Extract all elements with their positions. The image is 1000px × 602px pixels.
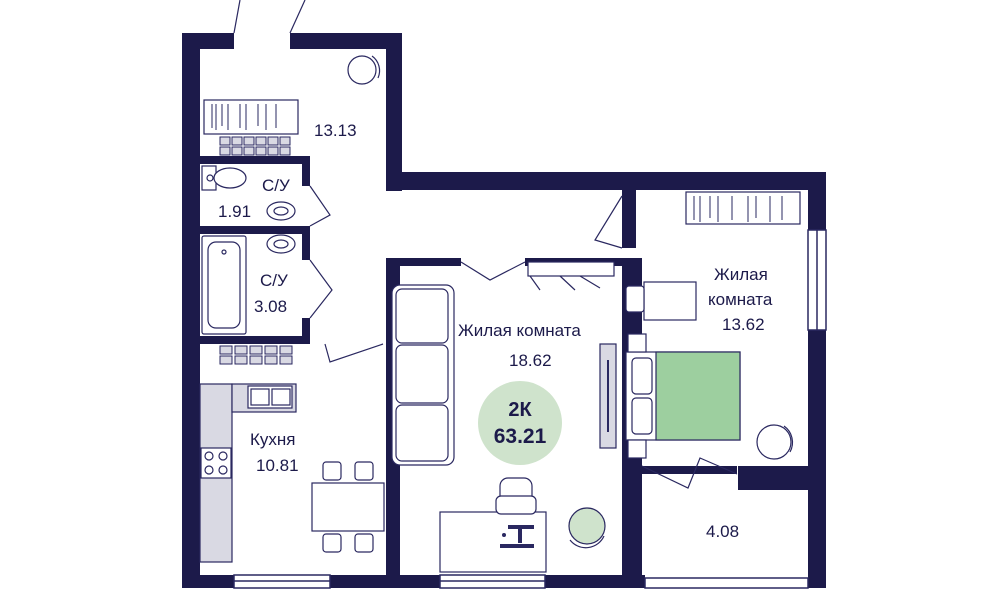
wall-wc2-right-a <box>302 226 310 260</box>
bathtub-wc2 <box>201 235 247 335</box>
dining-chairs <box>322 461 374 553</box>
badge-type-label: 2К <box>508 399 532 421</box>
desk-living <box>439 511 547 573</box>
tv-console-living <box>527 261 615 291</box>
wall-wc1-top <box>200 156 310 164</box>
doors <box>233 0 738 489</box>
shoe-shelf-hall <box>219 136 291 156</box>
wardrobe-hall <box>203 99 299 135</box>
wc2-name-label: С/У <box>260 271 288 290</box>
bedroom-name-line1: Жилая <box>714 265 768 284</box>
kitchen-name-label: Кухня <box>250 430 296 449</box>
wall-wc2-bottom <box>200 336 310 344</box>
wall-outer-left <box>182 33 200 588</box>
door-wc1 <box>309 185 331 227</box>
bed-bedroom <box>625 333 741 459</box>
stove-icon <box>200 447 232 479</box>
kitchen-shelf <box>219 345 293 365</box>
door-wc2 <box>309 259 333 319</box>
wall-top-right <box>290 33 402 49</box>
wall-hall-right <box>386 33 402 191</box>
door-balcony <box>641 457 738 489</box>
sofa-living <box>391 284 455 466</box>
round-chair-hall <box>347 55 381 85</box>
door-kitchen <box>324 343 384 363</box>
wall-living-bedroom-top <box>622 190 636 248</box>
tv-stand-living <box>599 343 617 449</box>
entrance-door-right-leaf <box>289 0 306 34</box>
wc1-name-label: С/У <box>262 176 290 195</box>
wall-wc1-wc2 <box>200 226 310 234</box>
wardrobe-bedroom <box>685 191 801 225</box>
wall-wc1-right-a <box>302 156 310 186</box>
dining-table <box>311 482 385 532</box>
entrance-door-left-leaf <box>233 0 241 34</box>
wc1-area-label: 1.91 <box>218 202 251 221</box>
room-labels: 13.13 С/У 1.91 С/У 3.08 Кухня 10.81 Жила… <box>218 121 773 541</box>
badge-circle <box>478 381 562 465</box>
round-chair-living <box>568 507 606 549</box>
wall-living-top-a <box>386 258 461 266</box>
wall-bottom-4 <box>808 575 826 588</box>
side-desk-bedroom <box>625 281 697 321</box>
wall-balcony-corner <box>738 466 826 490</box>
computer-icon <box>500 525 534 548</box>
wall-top-left <box>182 33 234 49</box>
badge-total-area: 63.21 <box>494 425 547 448</box>
wall-right-upper <box>808 172 826 230</box>
door-living <box>460 261 526 281</box>
wall-right-lower <box>808 330 826 588</box>
windows <box>233 229 827 589</box>
kitchen-sink <box>247 385 293 409</box>
wall-bedroom-top <box>386 172 826 190</box>
wall-wc2-right-b <box>302 318 310 344</box>
hall-area-label: 13.13 <box>314 121 357 140</box>
sink-wc2 <box>266 234 296 254</box>
toilet-wc1 <box>201 165 247 191</box>
bedroom-area-label: 13.62 <box>722 315 765 334</box>
kitchen-area-label: 10.81 <box>256 456 299 475</box>
door-bedroom <box>594 195 623 249</box>
balcony-area-label: 4.08 <box>706 522 739 541</box>
wc2-area-label: 3.08 <box>254 297 287 316</box>
wall-bottom-1 <box>182 575 234 588</box>
sink-wc1 <box>266 201 296 221</box>
living-area-label: 18.62 <box>509 351 552 370</box>
wall-balcony-top-a <box>642 466 737 474</box>
round-chair-bedroom <box>756 424 794 460</box>
window-balcony <box>644 577 809 589</box>
desk-chair-living <box>495 477 537 515</box>
apartment-badge: 2К 63.21 <box>478 381 562 465</box>
wall-bottom-3 <box>545 575 645 588</box>
wall-bottom-2 <box>330 575 440 588</box>
bedroom-name-line2: комната <box>708 290 773 309</box>
living-name-label: Жилая комната <box>458 321 581 340</box>
